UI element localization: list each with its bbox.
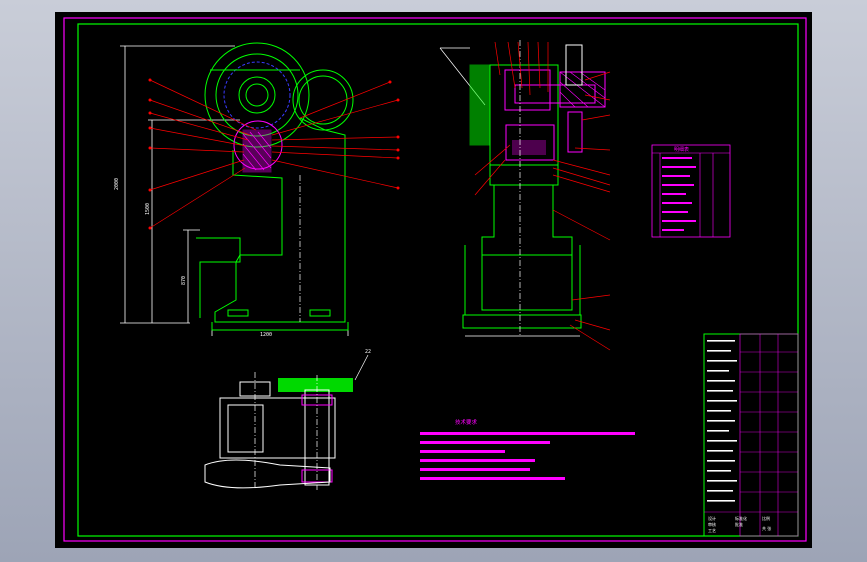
bottom-gear [278, 378, 353, 392]
inner-border [77, 23, 799, 537]
notes-heading: 技术要求 [455, 418, 478, 426]
technical-notes: 技术要求 [420, 418, 635, 480]
drawing-background [55, 12, 812, 548]
side-view: 2000 1500 870 1200 [114, 42, 400, 338]
flywheel-outer [204, 42, 310, 148]
dim-height-inner: 1500 [145, 203, 151, 215]
dim-height-lower: 870 [181, 276, 187, 285]
title-block-line-4: 标准化 [735, 515, 747, 521]
parts-list-table: 明细表 [651, 144, 731, 238]
outer-border [63, 17, 807, 542]
front-flywheel [469, 64, 491, 146]
title-block-line-1: 设计 [708, 515, 716, 521]
title-block: 设计 审核 工艺 标准化 批准 比例 共 张 [703, 333, 799, 537]
front-view [439, 40, 611, 351]
scale-label: 比例 [762, 515, 770, 521]
title-block-line-3: 工艺 [708, 528, 716, 533]
title-block-line-2: 审核 [708, 521, 716, 527]
balloon-bottom-view: 22 [365, 349, 371, 355]
title-block-line-5: 批准 [735, 521, 743, 527]
motor-pulley [292, 69, 354, 131]
bom-header: 明细表 [674, 146, 689, 153]
bottom-view [204, 354, 369, 490]
dim-width-base: 1200 [260, 332, 272, 338]
sheet-label: 共 张 [762, 525, 771, 531]
dim-height-total: 2000 [114, 178, 120, 190]
